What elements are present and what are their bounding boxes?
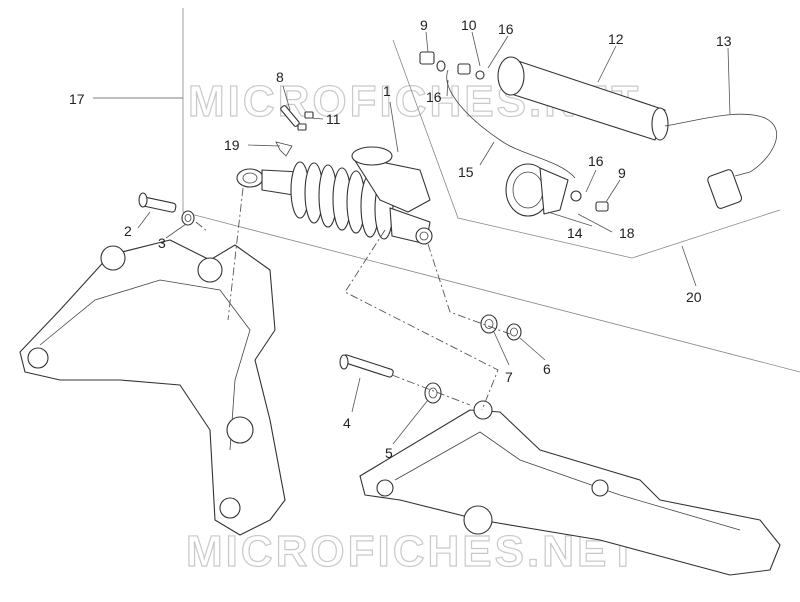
frame-bracket <box>19 239 286 536</box>
callout-19: 19 <box>224 137 240 153</box>
callout-16-top: 16 <box>498 21 514 37</box>
callout-6: 6 <box>543 361 551 377</box>
callout-16-right: 16 <box>588 153 604 169</box>
callout-11: 11 <box>326 111 341 127</box>
shock-absorber <box>236 146 433 245</box>
callout-8: 8 <box>276 69 284 85</box>
callout-15: 15 <box>458 164 474 180</box>
remote-reservoir <box>419 51 669 179</box>
lower-bolt-and-bushings <box>339 314 522 404</box>
callout-2: 2 <box>124 223 132 239</box>
callout-20: 20 <box>686 289 702 305</box>
callout-13: 13 <box>716 33 732 49</box>
callout-9-right: 9 <box>618 165 626 181</box>
upper-pin-hardware <box>275 105 314 157</box>
callout-labels: 17 1 2 3 8 11 19 9 10 16 16 12 13 15 16 … <box>69 17 732 461</box>
callout-12: 12 <box>608 31 624 47</box>
assembly-frame-lines <box>182 8 800 373</box>
callout-3: 3 <box>158 235 166 251</box>
callout-1: 1 <box>383 83 391 99</box>
callout-14: 14 <box>567 225 583 241</box>
callout-18: 18 <box>619 225 635 241</box>
watermark-bottom: MICROFICHES.NET <box>186 527 639 576</box>
callout-4: 4 <box>343 415 351 431</box>
swingarm <box>359 400 781 576</box>
sensor-cable <box>664 113 777 209</box>
alignment-lines <box>195 187 511 411</box>
leader-lines <box>93 31 731 445</box>
callout-17: 17 <box>69 91 85 107</box>
bolt-and-washer-upper <box>138 192 195 226</box>
callout-7: 7 <box>505 369 513 385</box>
callout-5: 5 <box>385 445 393 461</box>
callout-10: 10 <box>461 17 477 33</box>
callout-16-left: 16 <box>426 89 442 105</box>
preload-adjuster <box>505 163 609 217</box>
callout-9-top: 9 <box>420 17 428 33</box>
